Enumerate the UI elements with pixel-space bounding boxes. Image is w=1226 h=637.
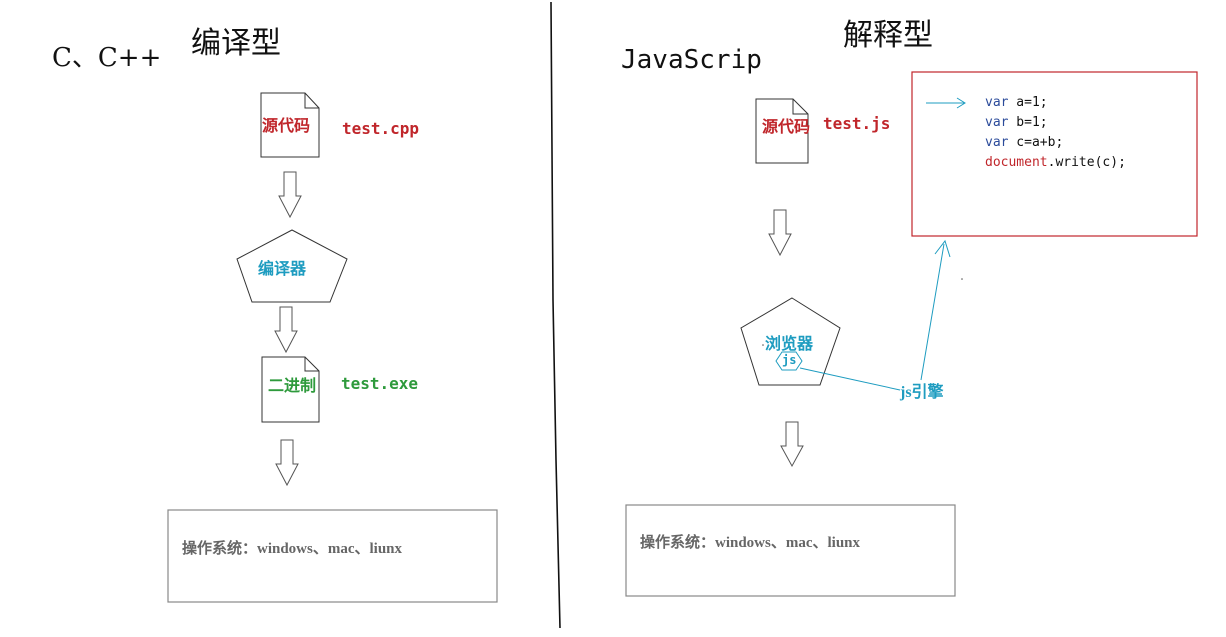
browser-label: 浏览器: [765, 336, 814, 353]
left-os-box: [167, 509, 498, 603]
left-binary-doc-icon: [261, 356, 320, 423]
left-arrow-3-icon: [275, 439, 299, 487]
js-badge-icon: [775, 351, 803, 371]
code-keyword: var: [985, 95, 1009, 110]
left-arrow-1-icon: [278, 171, 302, 219]
left-arrow-2-icon: [274, 306, 298, 354]
code-box: [911, 71, 1198, 237]
code-text: .write(c);: [1047, 155, 1126, 170]
right-arrow-2-icon: [780, 421, 804, 468]
compiler-label: 编译器: [258, 261, 307, 278]
engine-pointer-line: [799, 367, 901, 391]
compiler-pentagon-icon: [236, 229, 348, 303]
right-language-label: JavaScrip: [621, 45, 762, 75]
code-line-1: var a=1;: [985, 95, 1048, 110]
code-text: a=1;: [1008, 95, 1048, 110]
right-source-doc-icon: [755, 98, 809, 164]
left-source-label: 源代码: [262, 118, 311, 135]
left-title: 编译型: [191, 26, 281, 61]
right-arrow-1-icon: [768, 209, 792, 257]
left-binary-label: 二进制: [268, 378, 317, 395]
engine-to-code-arrow-icon: [920, 239, 951, 381]
left-source-file: test.cpp: [342, 119, 420, 138]
browser-pentagon-icon: [740, 297, 841, 386]
left-source-doc-fold: [304, 93, 319, 109]
code-keyword: var: [985, 115, 1009, 130]
left-binary-doc-fold: [304, 357, 319, 372]
left-language-label: C、C++: [52, 43, 162, 73]
code-object: document: [985, 155, 1048, 170]
code-line-3: var c=a+b;: [985, 135, 1063, 150]
left-source-doc-icon: [260, 92, 320, 158]
right-os-box: [625, 504, 956, 597]
code-keyword: var: [985, 135, 1009, 150]
right-source-file: test.js: [823, 114, 891, 133]
code-line-4: document.write(c);: [985, 155, 1126, 170]
right-os-label: 操作系统：windows、mac、liunx: [640, 535, 861, 551]
engine-label: js引擎: [900, 384, 944, 401]
code-line-2: var b=1;: [985, 115, 1048, 130]
right-source-doc-fold: [792, 99, 808, 115]
right-source-label: 源代码: [762, 119, 811, 136]
code-text: b=1;: [1008, 115, 1048, 130]
divider-line: [550, 1, 561, 629]
dot-mark: [961, 278, 963, 280]
code-text: c=a+b;: [1008, 135, 1064, 150]
code-pointer-arrow-icon: [926, 97, 966, 109]
right-title: 解释型: [843, 18, 933, 53]
js-badge-label: js: [782, 353, 797, 367]
left-os-label: 操作系统：windows、mac、liunx: [182, 541, 403, 557]
left-binary-file: test.exe: [341, 374, 419, 393]
dot-mark-2: [762, 344, 764, 346]
